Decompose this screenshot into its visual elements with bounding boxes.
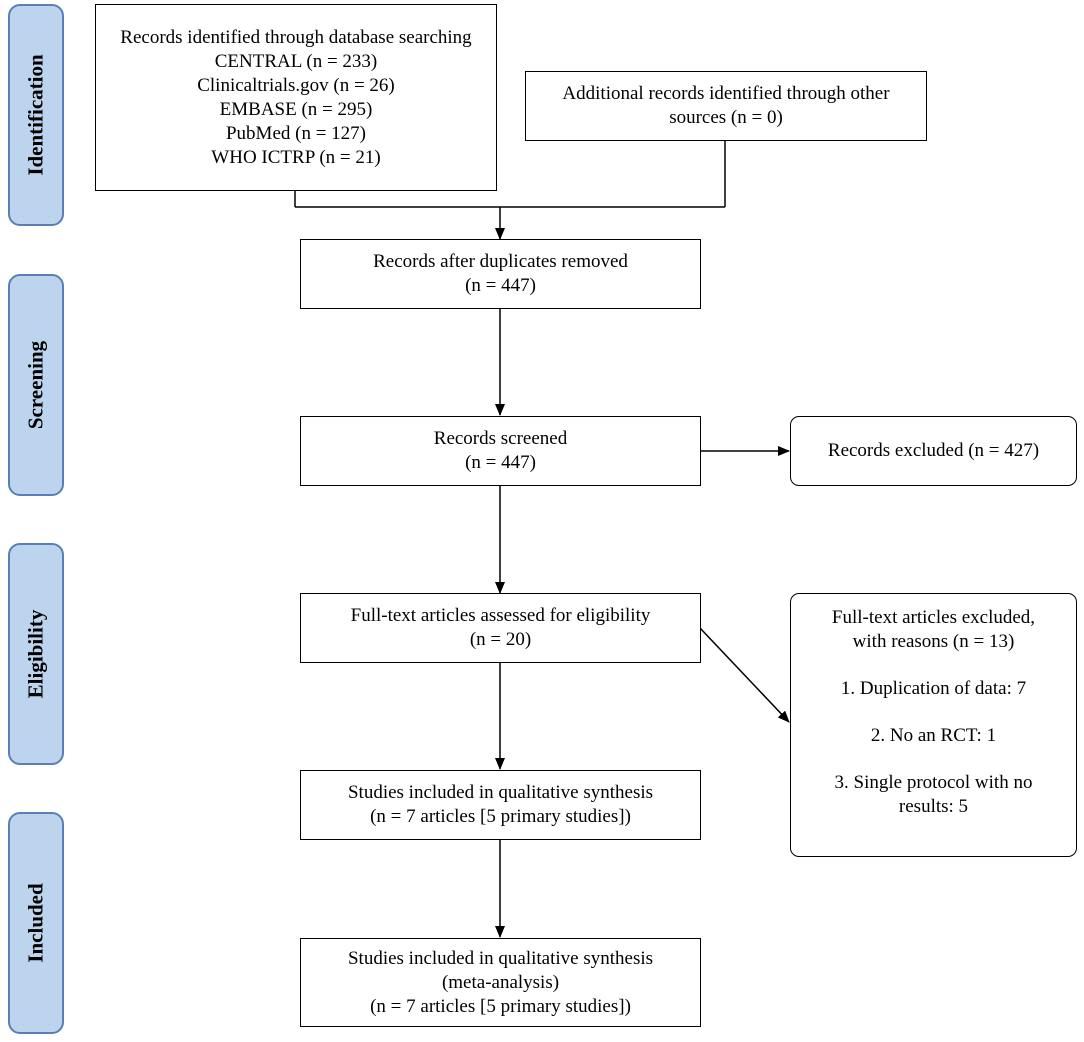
qualitative-synthesis-line2: (n = 7 articles [5 primary studies]) [370, 806, 631, 827]
source-clinicaltrials: Clinicaltrials.gov (n = 26) [197, 74, 395, 96]
fulltext-assessed-box: Full-text articles assessed for eligibil… [300, 593, 701, 663]
quantitative-synthesis-box: Studies included in qualitative synthesi… [300, 938, 701, 1027]
arrow-to-fulltext-excluded [699, 627, 790, 723]
exclusion-reason-3a: 3. Single protocol with no [834, 772, 1033, 793]
fulltext-excluded-line2: with reasons (n = 13) [852, 631, 1015, 652]
qualitative-synthesis-box: Studies included in qualitative synthesi… [300, 770, 701, 840]
quantitative-synthesis-line1: Studies included in qualitative synthesi… [347, 947, 654, 969]
source-embase: EMBASE (n = 295) [219, 98, 373, 120]
fulltext-excluded-line1: Full-text articles excluded, [831, 607, 1036, 628]
phase-screening: Screening [8, 274, 64, 496]
source-central: CENTRAL (n = 233) [214, 50, 378, 72]
source-pubmed: PubMed (n = 127) [225, 122, 366, 144]
other-sources-line2: sources (n = 0) [669, 107, 783, 128]
phase-identification: Identification [8, 4, 64, 226]
qualitative-synthesis-line1: Studies included in qualitative synthesi… [347, 782, 654, 803]
duplicates-removed-line2: (n = 447) [465, 275, 536, 296]
other-sources-line1: Additional records identified through ot… [562, 83, 890, 104]
phase-included: Included [8, 812, 64, 1034]
quantitative-synthesis-line2: (meta-analysis) [441, 971, 560, 993]
other-sources-box: Additional records identified through ot… [525, 71, 927, 141]
database-search-box: Records identified through database sear… [95, 4, 497, 191]
exclusion-reason-1: 1. Duplication of data: 7 [840, 678, 1027, 699]
database-search-title: Records identified through database sear… [120, 26, 472, 48]
exclusion-reason-3b: results: 5 [898, 796, 969, 817]
fulltext-assessed-line2: (n = 20) [469, 629, 532, 650]
source-who-ictrp: WHO ICTRP (n = 21) [211, 146, 381, 168]
phase-eligibility: Eligibility [8, 543, 64, 765]
duplicates-removed-box: Records after duplicates removed (n = 44… [300, 239, 701, 309]
records-screened-line1: Records screened [433, 428, 568, 449]
exclusion-reason-2: 2. No an RCT: 1 [870, 725, 997, 746]
records-screened-line2: (n = 447) [465, 452, 536, 473]
quantitative-synthesis-line3: (n = 7 articles [5 primary studies]) [370, 995, 631, 1017]
records-excluded-box: Records excluded (n = 427) [790, 416, 1077, 486]
records-excluded-text: Records excluded (n = 427) [827, 440, 1040, 461]
fulltext-excluded-box: Full-text articles excluded, with reason… [790, 593, 1077, 857]
records-screened-box: Records screened (n = 447) [300, 416, 701, 486]
fulltext-assessed-line1: Full-text articles assessed for eligibil… [350, 605, 651, 626]
duplicates-removed-line1: Records after duplicates removed [373, 251, 628, 272]
